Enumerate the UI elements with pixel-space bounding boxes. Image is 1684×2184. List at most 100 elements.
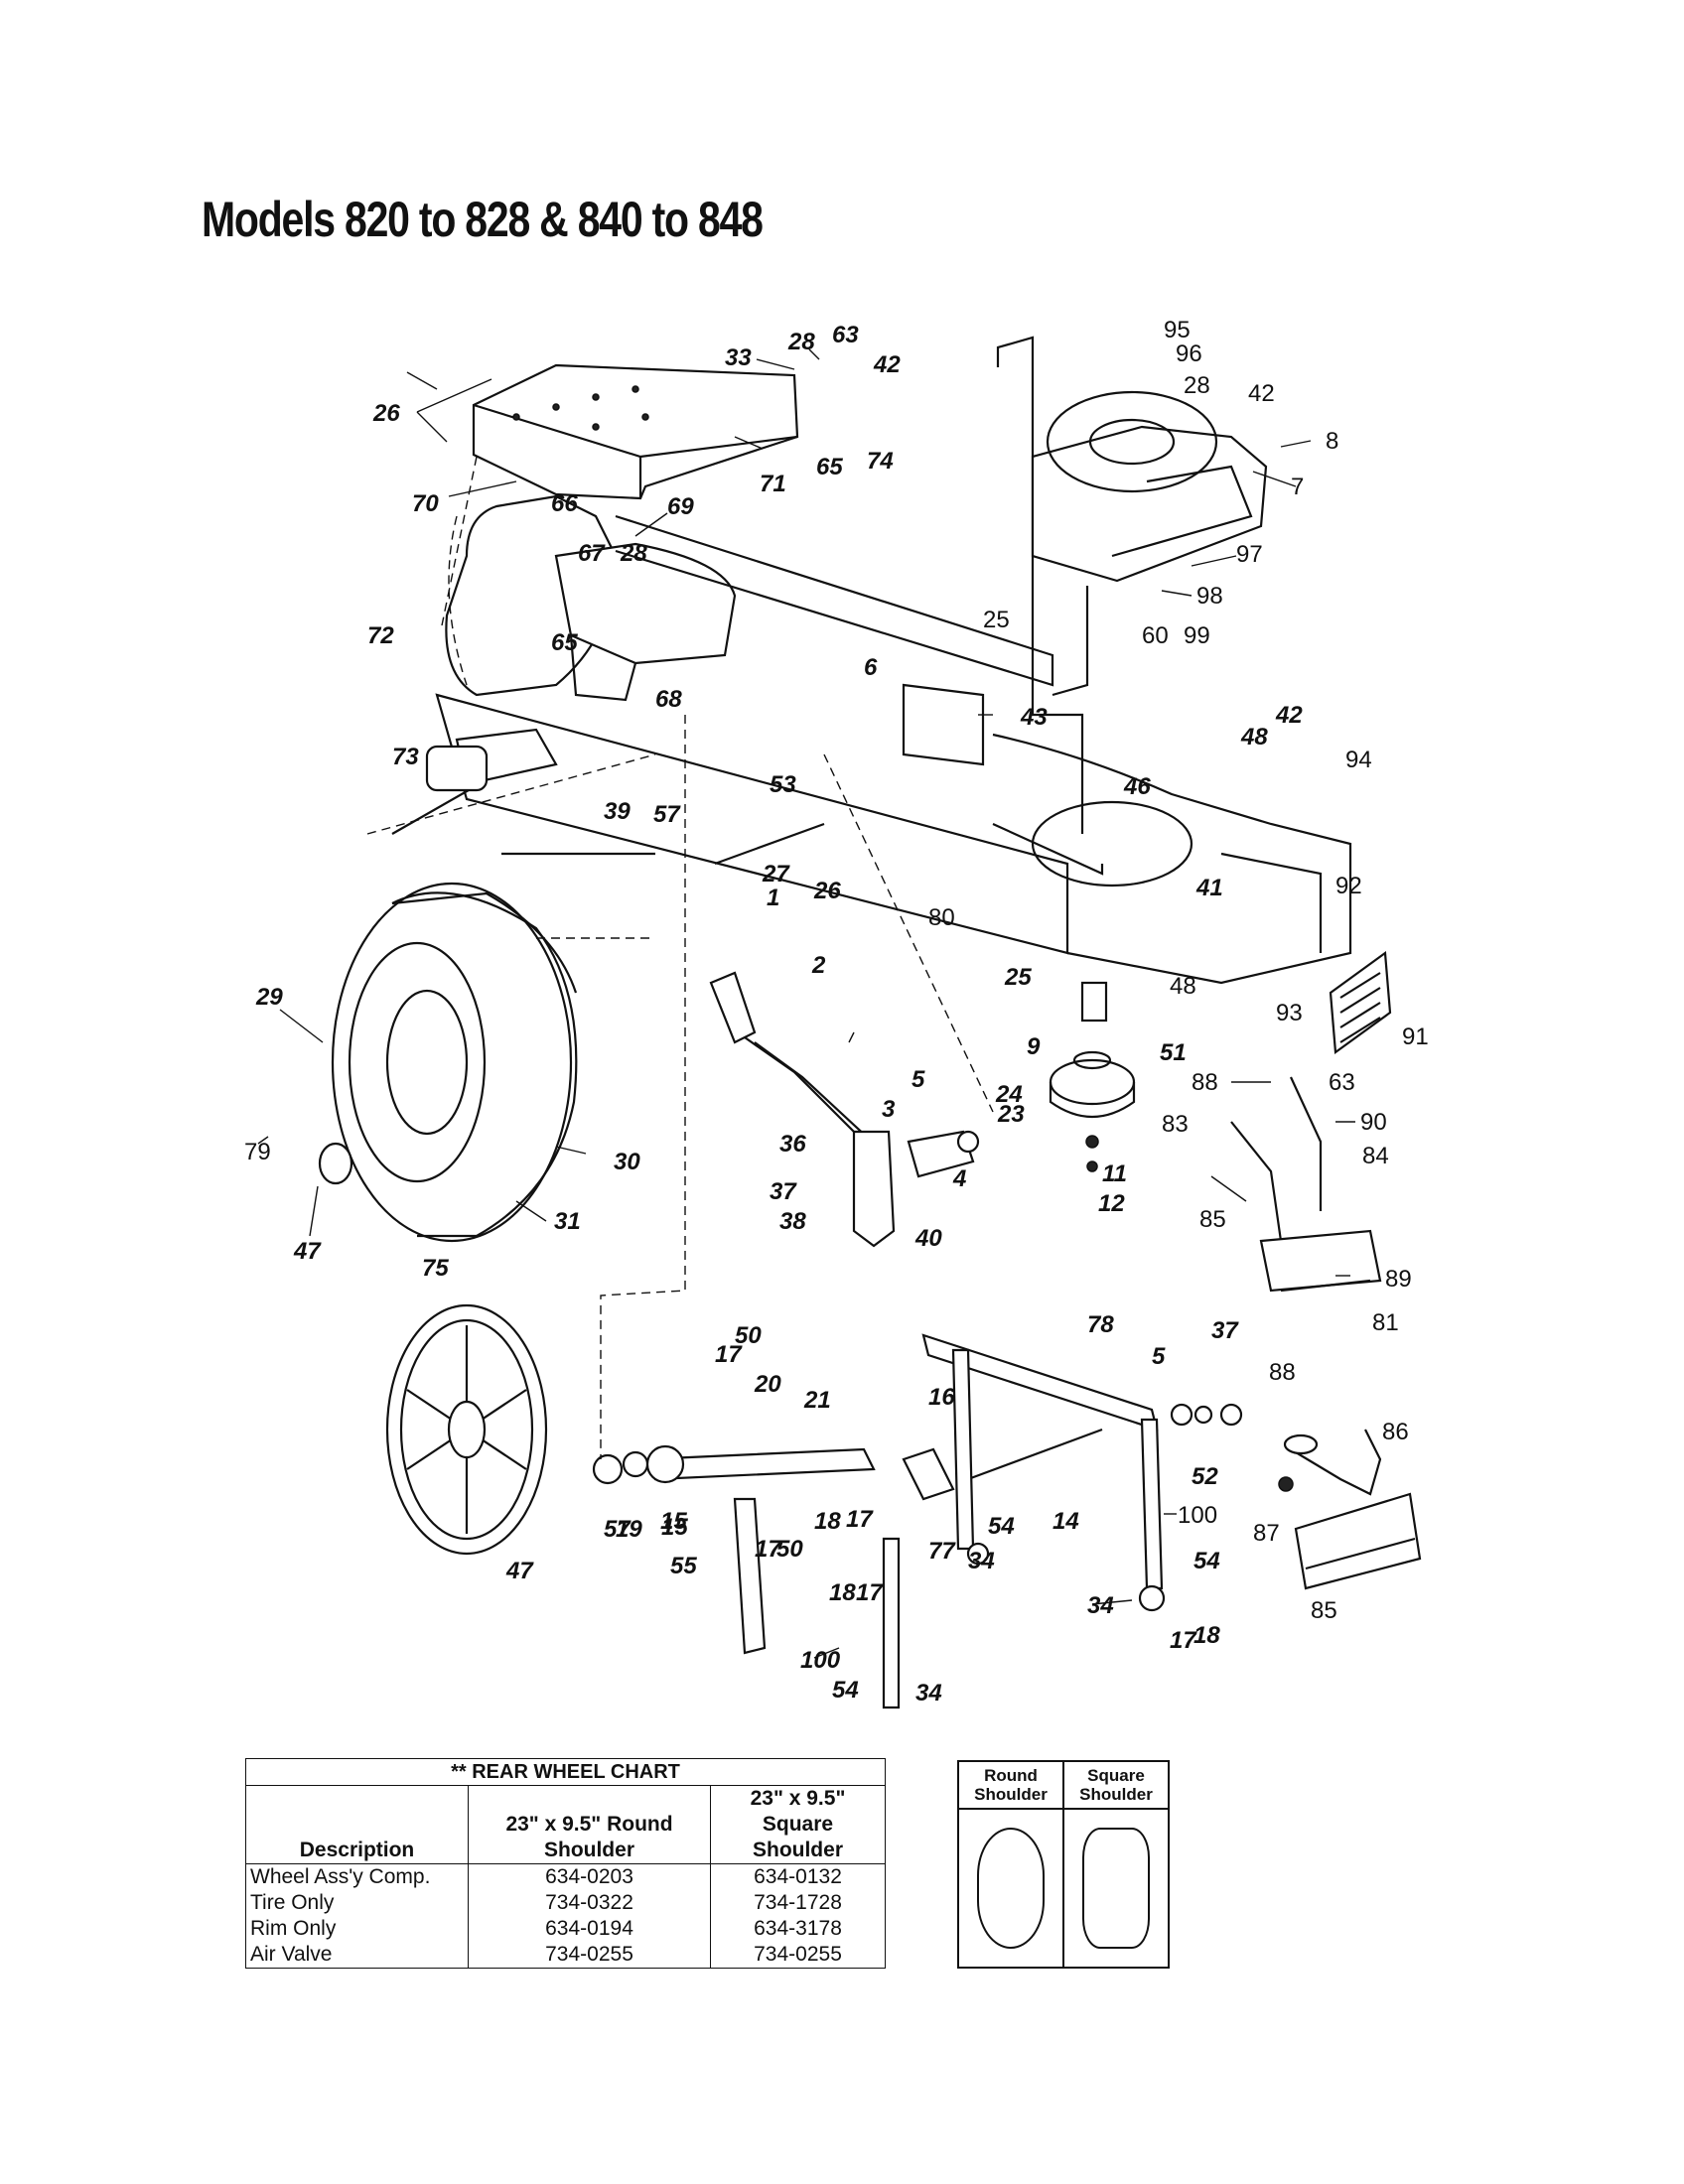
callout-label: 31 bbox=[554, 1208, 581, 1235]
callout-label: 4 bbox=[952, 1165, 966, 1192]
callout-label: 84 bbox=[1362, 1143, 1389, 1169]
callout-label: 75 bbox=[422, 1255, 449, 1282]
callout-label: 72 bbox=[367, 622, 394, 649]
callout-label: 50 bbox=[735, 1322, 762, 1349]
callout-label: 50 bbox=[776, 1536, 803, 1563]
callout-label: 63 bbox=[832, 322, 859, 348]
callout-label: 87 bbox=[1253, 1520, 1280, 1547]
callout-label: 2 bbox=[811, 952, 826, 979]
square-part-number: 734-1728 bbox=[710, 1890, 886, 1916]
exploded-parts-diagram: 26 33 28 63 42 65 74 71 70 66 69 67 28 6… bbox=[244, 317, 1429, 1709]
callout-label: 53 bbox=[770, 771, 796, 798]
callout-label: 17 bbox=[755, 1536, 782, 1563]
callout-label: 40 bbox=[914, 1225, 942, 1252]
row-description: Rim Only bbox=[245, 1916, 469, 1942]
callout-label: 65 bbox=[551, 629, 578, 656]
callout-label: 42 bbox=[1248, 380, 1275, 407]
callout-label: 15 bbox=[660, 1508, 687, 1535]
callout-label: 1 bbox=[767, 885, 779, 911]
heat-shield-part bbox=[1329, 950, 1392, 1055]
callout-label: 17 bbox=[846, 1506, 874, 1533]
callout-label: 54 bbox=[988, 1513, 1015, 1540]
callout-label: 28 bbox=[620, 540, 647, 567]
callout-label: 29 bbox=[255, 984, 283, 1011]
seat-pan-part bbox=[472, 363, 799, 500]
square-part-number: 734-0255 bbox=[710, 1942, 886, 1969]
callout-label: 81 bbox=[1372, 1309, 1399, 1336]
callout-label: 17 bbox=[1170, 1627, 1197, 1654]
callout-label: 83 bbox=[1162, 1111, 1189, 1138]
callout-label: 69 bbox=[667, 493, 694, 520]
callout-label: 34 bbox=[968, 1548, 995, 1574]
callout-label: 54 bbox=[1193, 1548, 1220, 1574]
square-part-number: 634-0132 bbox=[710, 1863, 886, 1890]
callout-label: 39 bbox=[604, 798, 631, 825]
table-row: Air Valve 734-0255 734-0255 bbox=[245, 1942, 886, 1969]
hubcap-part bbox=[385, 1303, 548, 1556]
callout-label: 24 bbox=[995, 1081, 1023, 1108]
callout-label: 57 bbox=[604, 1516, 632, 1543]
callout-labels: 26 33 28 63 42 65 74 71 70 66 69 67 28 6… bbox=[244, 317, 1429, 1706]
callout-label: 51 bbox=[1160, 1039, 1187, 1066]
callout-label: 20 bbox=[754, 1371, 781, 1398]
callout-label: 12 bbox=[1098, 1190, 1125, 1217]
callout-label: 26 bbox=[813, 878, 841, 904]
callout-label: 7 bbox=[1291, 474, 1304, 500]
callout-label: 86 bbox=[1382, 1419, 1409, 1445]
header-description: Description bbox=[245, 1785, 469, 1864]
muffler-lower-part bbox=[1278, 1429, 1422, 1590]
row-description: Air Valve bbox=[245, 1942, 469, 1969]
callout-label: 8 bbox=[1326, 428, 1338, 455]
callout-label: 42 bbox=[873, 351, 901, 378]
callout-label: 37 bbox=[770, 1178, 797, 1205]
square-shoulder-tire-profile bbox=[1082, 1828, 1150, 1949]
callout-label: 73 bbox=[392, 744, 419, 770]
rear-fender-part bbox=[445, 494, 737, 702]
callout-label: 34 bbox=[915, 1680, 942, 1706]
callout-label: 21 bbox=[803, 1387, 831, 1414]
square-shoulder-column: Square Shoulder bbox=[1064, 1762, 1168, 1967]
row-description: Tire Only bbox=[245, 1890, 469, 1916]
rear-tire-part bbox=[318, 882, 655, 1243]
round-part-number: 734-0322 bbox=[468, 1890, 711, 1916]
round-shoulder-label: Round Shoulder bbox=[959, 1762, 1062, 1810]
callout-label: 78 bbox=[1087, 1311, 1114, 1338]
callout-label: 99 bbox=[1184, 622, 1210, 649]
callout-label: 23 bbox=[997, 1101, 1025, 1128]
brake-linkage-part bbox=[592, 1333, 1243, 1709]
callout-label: 37 bbox=[1211, 1317, 1239, 1344]
callout-label: 28 bbox=[1184, 372, 1210, 399]
callout-label: 6 bbox=[864, 654, 878, 681]
header-round-shoulder: 23" x 9.5" Round Shoulder bbox=[468, 1785, 711, 1864]
callout-label: 93 bbox=[1276, 1000, 1303, 1026]
round-shoulder-column: Round Shoulder bbox=[959, 1762, 1064, 1967]
callout-label: 28 bbox=[787, 329, 815, 355]
callout-label: 47 bbox=[293, 1238, 322, 1265]
callout-label: 9 bbox=[1027, 1033, 1041, 1060]
callout-label: 97 bbox=[1236, 541, 1263, 568]
row-description: Wheel Ass'y Comp. bbox=[245, 1863, 469, 1890]
callout-label: 19 bbox=[616, 1516, 642, 1543]
callout-label: 27 bbox=[762, 861, 790, 887]
shoulder-profile-key: Round Shoulder Square Shoulder bbox=[957, 1760, 1170, 1969]
callout-label: 16 bbox=[928, 1384, 955, 1411]
callout-label: 80 bbox=[928, 904, 955, 931]
callout-label: 96 bbox=[1176, 341, 1202, 367]
callout-label: 41 bbox=[1195, 875, 1223, 901]
callout-label: 17 bbox=[715, 1341, 743, 1368]
callout-label: 5 bbox=[1152, 1343, 1166, 1370]
callout-label: 71 bbox=[760, 471, 786, 497]
engine-part bbox=[1031, 390, 1268, 583]
callout-label: 63 bbox=[1329, 1069, 1355, 1096]
callout-label: 14 bbox=[1052, 1508, 1079, 1535]
callout-label: 65 bbox=[816, 454, 843, 480]
chart-title: ** REAR WHEEL CHART bbox=[245, 1758, 886, 1786]
callout-label: 54 bbox=[832, 1677, 859, 1704]
muffler-upper-part bbox=[1230, 1076, 1382, 1293]
callout-label: 18 bbox=[1193, 1622, 1220, 1649]
callout-label: 33 bbox=[725, 344, 752, 371]
callout-label: 30 bbox=[614, 1149, 640, 1175]
callout-label: 42 bbox=[1275, 702, 1303, 729]
callout-label: 85 bbox=[1311, 1597, 1337, 1624]
page-title: Models 820 to 828 & 840 to 848 bbox=[202, 192, 764, 247]
